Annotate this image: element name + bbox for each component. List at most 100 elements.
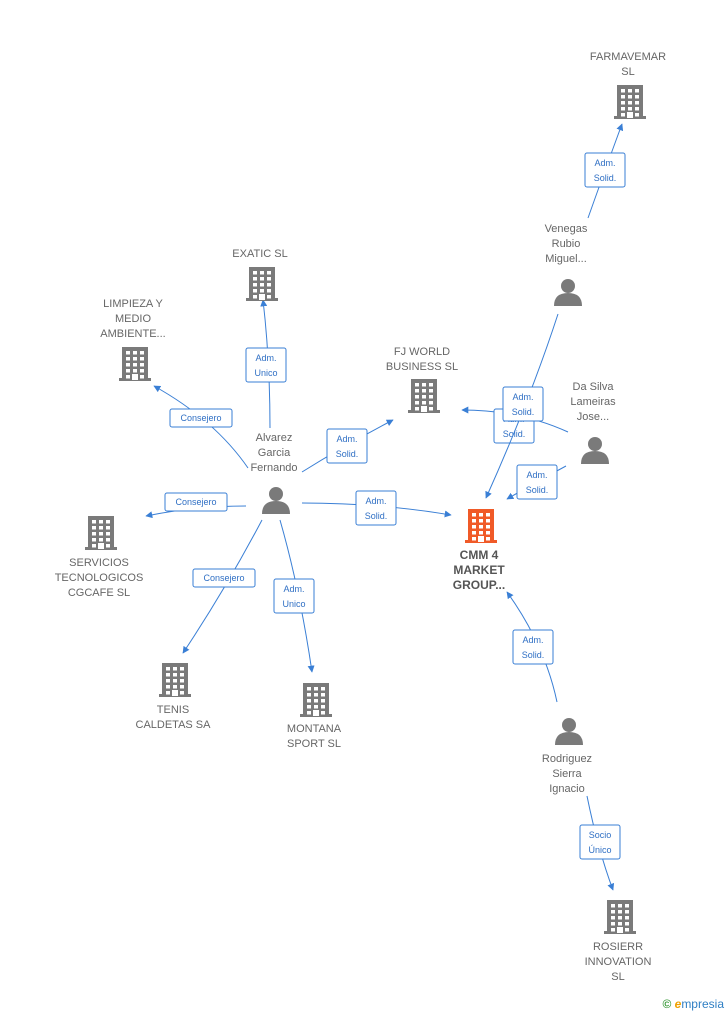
node-label: CMM 4 [460, 548, 499, 562]
node-label: Fernando [250, 462, 297, 474]
node-label: Lameiras [570, 396, 616, 408]
node-label: FJ WORLD [394, 346, 450, 358]
edge-label-text: Solid. [526, 485, 549, 495]
edge-label-text: Adm. [526, 470, 547, 480]
edge-label-box[interactable] [164, 492, 228, 512]
edge-label-box[interactable] [516, 464, 558, 500]
edge-label-box[interactable] [192, 568, 256, 588]
edge-label-box[interactable] [579, 824, 621, 860]
edge-label-box[interactable] [169, 408, 233, 428]
building-icon [300, 683, 332, 717]
node-label: Rodriguez [542, 753, 592, 765]
node-label: Sierra [552, 768, 582, 780]
node-label: CGCAFE SL [68, 587, 130, 599]
edge-alvarez-to-montana: Adm. Unico [273, 519, 315, 673]
brand-name: mpresia [681, 997, 724, 1011]
node-label: FARMAVEMAR [590, 51, 666, 63]
node-label: TECNOLOGICOS [55, 572, 144, 584]
node-label: Rubio [552, 238, 581, 250]
edge-label-text: Unico [254, 368, 277, 378]
edge-label-text: Adm. [512, 392, 533, 402]
node-label: SL [621, 66, 634, 78]
node-label: Miguel... [545, 253, 587, 265]
edge-rodriguez-to-cmm4: Adm. Solid. [506, 591, 558, 703]
node-dasilva[interactable]: Da SilvaLameirasJose... [570, 381, 616, 464]
edge-alvarez-to-servicios: Consejero [145, 492, 247, 519]
building-icon [159, 663, 191, 697]
edge-label-box[interactable] [512, 629, 554, 665]
building-icon [604, 900, 636, 934]
building-icon [85, 516, 117, 550]
edge-alvarez-to-fjworld: Adm. Solid. [301, 419, 394, 473]
node-label: EXATIC SL [232, 248, 287, 260]
edge-label-box[interactable] [502, 386, 544, 422]
copyright-symbol: © [662, 997, 672, 1011]
node-label: CALDETAS SA [136, 719, 212, 731]
node-label: SERVICIOS [69, 557, 129, 569]
edge-label-text: Adm. [255, 353, 276, 363]
node-servicios[interactable]: SERVICIOS TECNOLOGICOS CGCAFE SL [55, 516, 144, 599]
edge-label-text: Solid. [522, 650, 545, 660]
edge-alvarez-to-cmm4: Adm. Solid. [301, 490, 452, 526]
edge-label-box[interactable] [355, 490, 397, 526]
node-label: Jose... [577, 411, 609, 423]
node-label: BUSINESS SL [386, 361, 458, 373]
edge-label-text: Consejero [175, 497, 216, 507]
node-label: Alvarez [256, 432, 293, 444]
building-icon [119, 347, 151, 381]
node-label: Garcia [258, 447, 291, 459]
node-cmm4[interactable]: CMM 4MARKETGROUP... [453, 509, 506, 592]
node-label: MONTANA [287, 723, 342, 735]
node-tenis[interactable]: TENIS CALDETAS SA [136, 663, 212, 731]
node-label: GROUP... [453, 578, 505, 592]
edge-label-box[interactable] [273, 578, 315, 614]
node-label: TENIS [157, 704, 189, 716]
edges-layer: Adm.Solid.Adm.UnicoConsejeroAdm.Solid.Co… [145, 123, 626, 891]
edge-label-text: Solid. [512, 407, 535, 417]
edge-dasilva-to-cmm4: Adm. Solid. [506, 464, 567, 500]
node-label: ROSIERR [593, 941, 643, 953]
edge-label-text: Adm. [365, 496, 386, 506]
edge-line [182, 519, 263, 654]
empresia-watermark: © empresia [662, 997, 724, 1011]
node-label: Da Silva [573, 381, 615, 393]
node-venegas[interactable]: VenegasRubioMiguel... [545, 223, 588, 306]
node-label: MEDIO [115, 313, 152, 325]
node-label: SL [611, 971, 624, 983]
node-label: MARKET [453, 563, 505, 577]
edge-label-box[interactable] [584, 152, 626, 188]
node-label: Venegas [545, 223, 588, 235]
edge-label-text: Consejero [180, 413, 221, 423]
node-fjworld[interactable]: FJ WORLD BUSINESS SL [386, 346, 458, 413]
edge-label-text: Solid. [365, 511, 388, 521]
edge-label-text: Adm. [522, 635, 543, 645]
person-icon [555, 718, 583, 745]
edge-label-text: Consejero [203, 573, 244, 583]
person-icon [262, 487, 290, 514]
person-icon [581, 437, 609, 464]
edge-label-text: Unico [282, 599, 305, 609]
edge-label-text: Adm. [336, 434, 357, 444]
node-label: AMBIENTE... [100, 328, 165, 340]
edge-label-box[interactable] [326, 428, 368, 464]
node-limpieza[interactable]: LIMPIEZA Y MEDIO AMBIENTE... [100, 298, 166, 381]
edge-alvarez-to-tenis: Consejero [182, 519, 263, 654]
node-label: LIMPIEZA Y [103, 298, 163, 310]
edge-label-text: Único [588, 845, 611, 855]
node-farmavemar[interactable]: FARMAVEMAR SL [590, 51, 666, 119]
person-icon [554, 279, 582, 306]
edge-label-text: Solid. [336, 449, 359, 459]
edge-label-text: Adm. [283, 584, 304, 594]
node-exatic[interactable]: EXATIC SL [232, 248, 288, 301]
edge-label-box[interactable] [245, 347, 287, 383]
brand-initial: e [674, 997, 682, 1011]
edge-label-text: Solid. [594, 173, 617, 183]
edge-alvarez-to-limpieza: Consejero [153, 385, 249, 469]
